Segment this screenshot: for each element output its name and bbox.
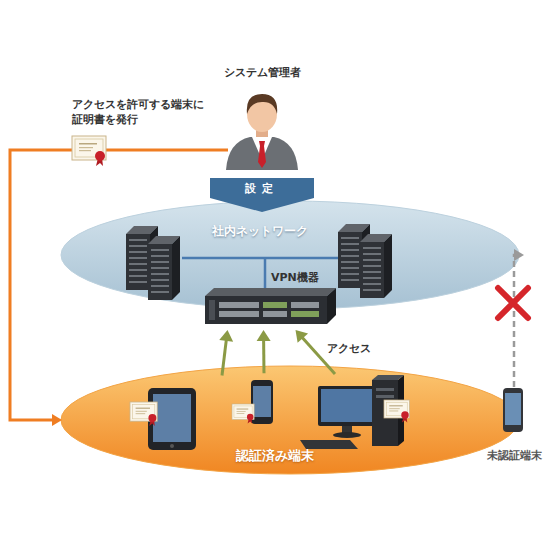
node-label: 社内ネットワーク [200,224,320,240]
node-label: VPN機器 [271,271,333,285]
connector-line [10,150,228,420]
unauthenticated-phone [503,388,523,432]
connector-line [222,338,227,376]
certificate-icon [232,404,254,424]
connector-arrow [296,330,336,374]
network-zone: 認証済み端末 [60,365,520,475]
server-tower [148,236,180,300]
connector-line [301,336,335,374]
network-wire [182,257,340,260]
setting-arrow [210,178,314,212]
vpn-appliance [327,288,336,324]
node-label: 未認証端末 [478,449,550,463]
desktop-pc [318,386,376,426]
certificate-icon [384,400,410,423]
arrow-head [52,414,62,426]
administrator-figure [247,94,277,114]
unauthenticated-phone [505,393,521,425]
network-wire [264,258,267,290]
blocked-access-line [514,249,524,387]
arrow-head [219,330,233,342]
arrow-head [296,330,309,343]
certificate-icon [72,136,106,166]
connector-arrow [10,150,228,426]
certificate-icon [130,402,157,426]
vpn-appliance [219,311,259,317]
connector-line [514,255,517,387]
arrow-head [257,330,271,341]
connector-label: アクセスを許可する端末に 証明書を発行 [72,98,222,128]
zone-ellipse [61,366,519,474]
blocked-cross [498,288,528,318]
desktop-pc [333,432,361,438]
vpn-appliance [205,288,336,296]
vpn-appliance [205,288,336,324]
tablet-device [153,394,191,442]
vpn-appliance [219,302,259,308]
unauthenticated-phone [503,388,523,432]
connector-arrow [257,330,271,373]
desktop-pc [376,388,394,391]
administrator-figure [258,141,266,168]
administrator-figure [226,137,298,170]
desktop-pc [321,389,373,422]
server-tower [360,234,392,298]
arrow-head [514,249,524,261]
smartphone-device [253,386,271,417]
connector-label: アクセス [327,342,371,357]
desktop-pc [372,375,404,380]
vpn-appliance [205,296,327,324]
blocked-cross [498,288,528,318]
desktop-pc [300,440,358,449]
zone-ellipse [61,201,519,309]
connector-arrow [219,330,233,375]
administrator-figure [226,94,298,170]
vpn-appliance [263,302,287,308]
vpn-appliance [291,311,319,317]
node-label: 認証済み端末 [210,448,340,465]
connector-line [262,338,265,374]
node-label: システム管理者 [212,66,312,80]
setting-arrow [210,178,314,212]
vpn-appliance [209,300,215,320]
desktop-pc [376,395,394,398]
vpn-appliance [263,311,287,317]
vpn-appliance [291,302,319,308]
network-wire [182,258,340,290]
tablet-device [170,444,174,448]
